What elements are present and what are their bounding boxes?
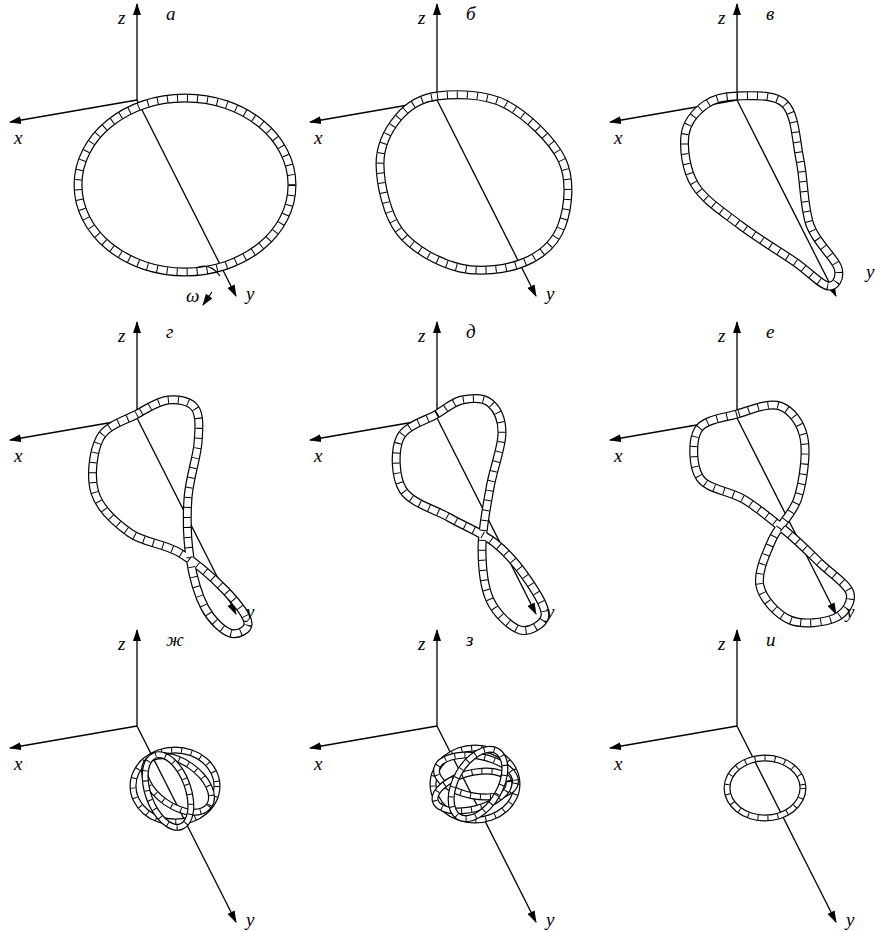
rotation-arc xyxy=(196,266,220,276)
y-axis xyxy=(737,100,836,296)
axis-label: z xyxy=(118,634,125,653)
axis-label: в xyxy=(766,4,774,23)
axis-label: x xyxy=(614,128,622,147)
ring-band-ticks xyxy=(145,755,191,828)
axis-label: y xyxy=(846,910,854,929)
ring-band-fill xyxy=(694,405,851,623)
axis-label: x xyxy=(614,754,622,773)
z-axis xyxy=(436,322,437,418)
axis-label: y xyxy=(846,602,854,621)
ring-band-ticks xyxy=(93,400,249,634)
axis-label: z xyxy=(418,326,425,345)
ring-band-outline xyxy=(451,749,505,818)
ring-band-ticks xyxy=(396,399,545,631)
ring-band-fill xyxy=(93,400,249,634)
ring-band-ticks xyxy=(380,95,568,271)
y-axis xyxy=(737,726,836,922)
axis-label: б xyxy=(466,4,476,23)
axis-label: ω xyxy=(186,286,199,305)
ring-band-fill xyxy=(396,399,545,631)
axis-label: y xyxy=(246,602,254,621)
axis-label: x xyxy=(14,128,22,147)
ring-band-outline xyxy=(78,98,292,272)
x-axis xyxy=(310,726,437,748)
y-axis xyxy=(137,726,236,922)
axis-label: x xyxy=(314,128,322,147)
axis-label: y xyxy=(866,262,874,281)
axis-label: z xyxy=(418,634,425,653)
ring-band-fill xyxy=(145,755,191,828)
z-axis xyxy=(736,4,737,100)
axis-label: е xyxy=(766,322,774,341)
axis-label: z xyxy=(118,326,125,345)
ring-band-outline xyxy=(433,748,517,820)
ring-band-outline xyxy=(694,405,851,623)
ring-band-outline xyxy=(727,758,803,818)
axis-label: y xyxy=(246,284,254,303)
axis-label: x xyxy=(614,446,622,465)
z-axis xyxy=(436,630,437,726)
axis-label: z xyxy=(418,8,425,27)
axis-label: x xyxy=(314,754,322,773)
ring-band-fill xyxy=(727,758,803,818)
ring-band-ticks xyxy=(685,96,839,286)
ring-band-outline xyxy=(396,399,545,631)
axis-label: x xyxy=(14,754,22,773)
ring-band-fill xyxy=(433,748,517,820)
z-axis xyxy=(736,322,737,418)
ring-band-outline xyxy=(685,96,839,286)
z-axis xyxy=(136,4,137,100)
axis-label: z xyxy=(718,326,725,345)
axis-label: y xyxy=(546,910,554,929)
omega-arrow xyxy=(203,292,212,305)
z-axis xyxy=(736,630,737,726)
ring-band-ticks xyxy=(78,98,292,272)
axis-label: а xyxy=(166,4,176,23)
ring-band-ticks xyxy=(433,748,517,820)
ring-band-ticks xyxy=(451,749,505,818)
x-axis xyxy=(10,726,137,748)
axis-label: z xyxy=(118,8,125,27)
ring-band-fill xyxy=(451,749,505,818)
ring-band-outline xyxy=(93,400,249,634)
axis-label: ж xyxy=(166,630,184,649)
ring-band-ticks xyxy=(727,758,803,818)
ring-band-outline xyxy=(145,755,191,828)
y-axis xyxy=(437,726,536,922)
axis-label: y xyxy=(246,910,254,929)
axis-label: x xyxy=(314,446,322,465)
ring-band-fill xyxy=(380,95,568,271)
axis-label: з xyxy=(466,630,473,649)
axis-label: z xyxy=(718,634,725,653)
axis-label: y xyxy=(546,602,554,621)
axis-label: y xyxy=(546,284,554,303)
axis-label: x xyxy=(14,446,22,465)
ring-band-outline xyxy=(380,95,568,271)
z-axis xyxy=(136,322,137,418)
axis-label: д xyxy=(466,322,476,341)
ring-band-ticks xyxy=(694,405,851,623)
ring-band-fill xyxy=(78,98,292,272)
z-axis xyxy=(136,630,137,726)
axis-label: г xyxy=(166,322,173,341)
axis-label: z xyxy=(718,8,725,27)
z-axis xyxy=(436,4,437,100)
x-axis xyxy=(610,726,737,748)
ring-band-fill xyxy=(685,96,839,286)
axis-label: и xyxy=(766,630,776,649)
